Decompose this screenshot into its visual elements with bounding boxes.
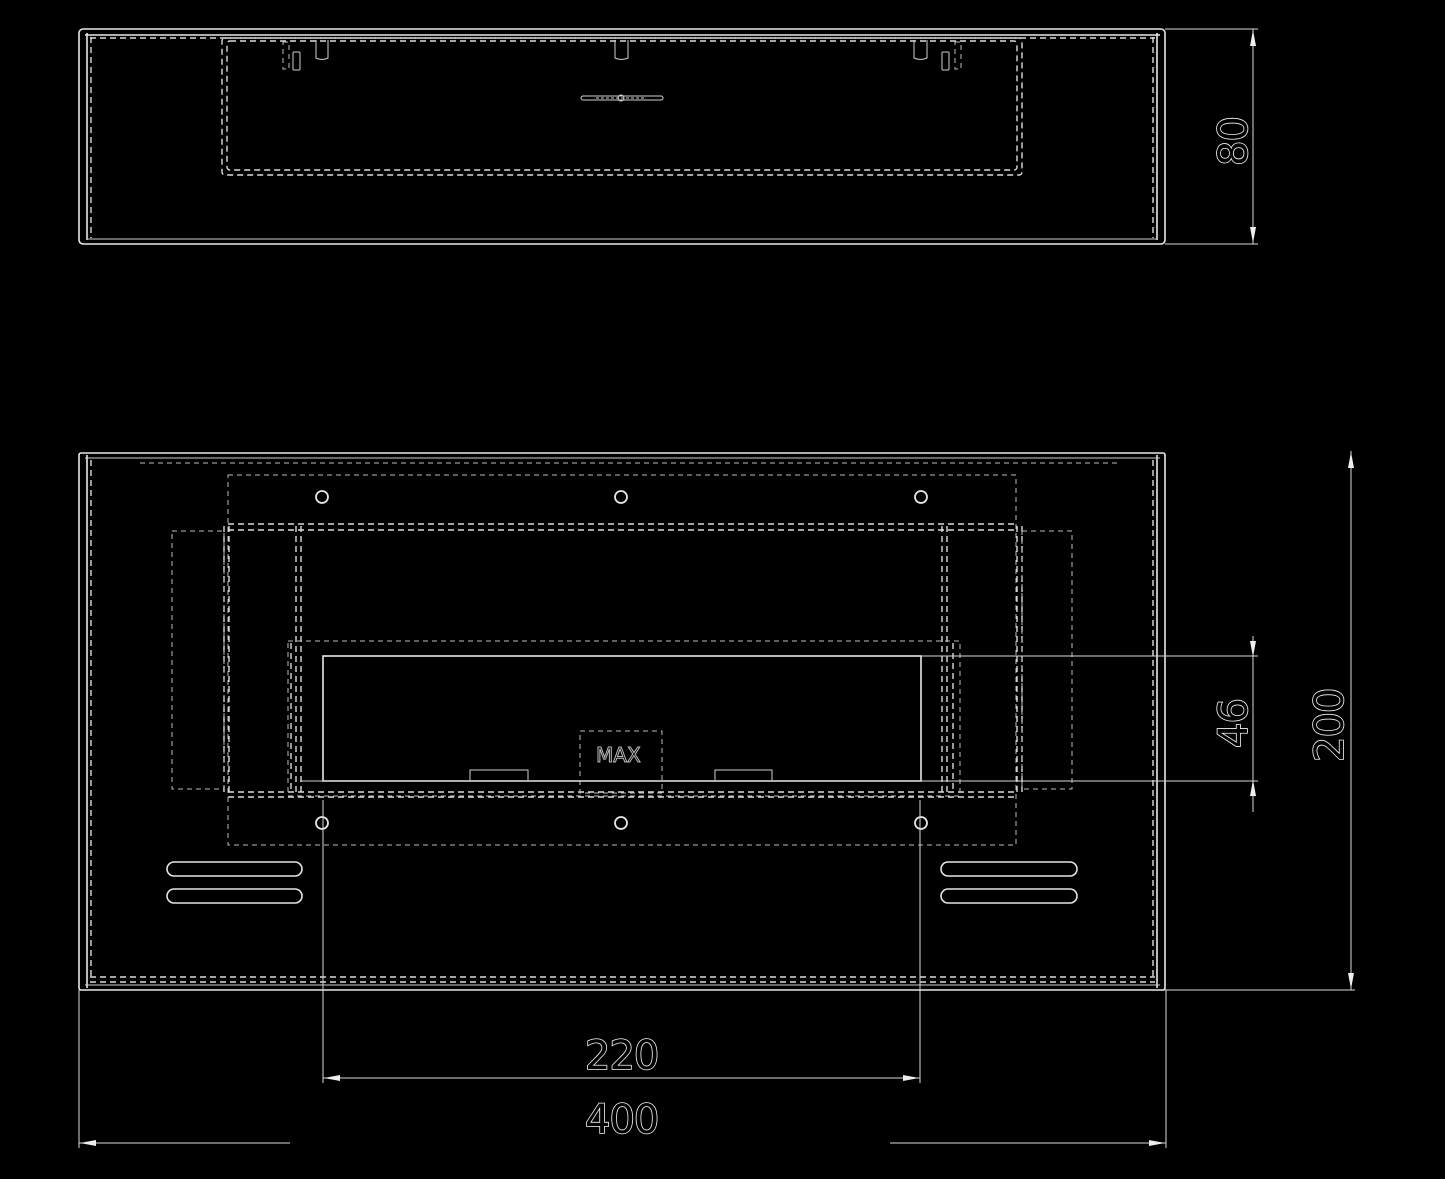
vent-slot-icon [166,888,303,904]
vent-slot-icon [166,861,303,877]
clip-right-c [913,40,928,60]
side-bracket-left [171,530,225,790]
clip-right-a [954,41,962,70]
clip-right-b [941,51,950,71]
top-view-insert-outline [221,37,1023,176]
vent-slot-icon [940,861,1078,877]
clip-left-a [282,41,290,70]
dimension-220-label: 220 [585,1033,658,1079]
side-bracket-right [1021,530,1073,790]
top-view-insert-inner [226,40,1018,171]
top-view-outer-outline [78,28,1166,245]
tray-foot-left [469,769,529,781]
top-view-center-marker [580,94,664,102]
vent-slot-icon [940,888,1078,904]
dimension-200-label: 200 [1307,689,1353,762]
dimension-hole-spacing: 220 [322,800,921,1083]
hole-icon [614,816,628,830]
dimension-front-view-height: 200 [1165,451,1355,991]
clip-center [614,40,629,60]
burner-tray: MAX [287,640,1160,797]
top-view-clips [282,40,962,71]
dimension-400-label: 400 [585,1097,658,1143]
front-view-outer-outline [78,452,1166,991]
vent-slots [166,861,1078,904]
max-label: MAX [596,743,641,767]
hole-icon [914,816,928,830]
dimension-overall-width: 400 [78,990,1167,1148]
hole-icon [914,490,928,504]
top-view: 80 [78,28,1258,245]
mounting-holes [315,490,928,830]
hole-icon [614,490,628,504]
front-view: MAX 46 [78,451,1355,1148]
dimension-80-label: 80 [1211,117,1257,166]
hole-icon [315,490,329,504]
clip-left-b [292,51,301,71]
tray-foot-right [714,769,773,781]
dimension-46-label: 46 [1211,699,1257,748]
clip-left-c [315,40,329,60]
dimension-top-view-height: 80 [1165,28,1258,245]
hole-icon [315,816,329,830]
max-marker-box [579,730,663,794]
back-plate-outline [227,474,1017,846]
dimension-tray-opening: 46 [921,636,1258,812]
